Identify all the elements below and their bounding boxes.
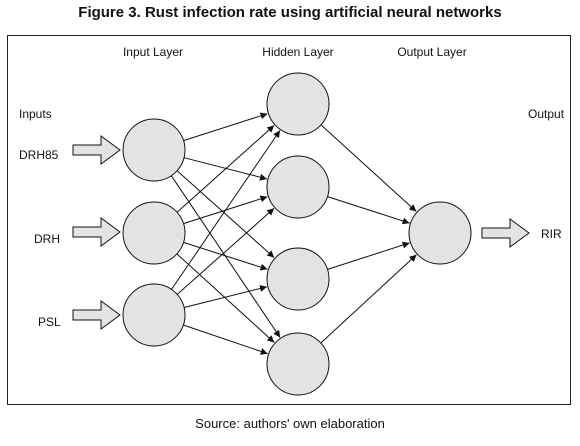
link-input-3-hidden-1 — [171, 130, 281, 290]
link-input-1-hidden-1 — [183, 112, 268, 142]
link-input-2-hidden-3 — [183, 241, 268, 271]
hidden-layer-heading: Hidden Layer — [262, 45, 333, 59]
output-layer-heading: Output Layer — [397, 45, 466, 59]
input-label-psl: PSL — [38, 315, 61, 329]
input-node-1 — [122, 118, 186, 182]
input-node-3 — [122, 283, 186, 347]
link-input-3-hidden-4 — [183, 324, 268, 355]
output-arrow-rir — [481, 218, 530, 248]
input-label-drh: DRH — [34, 232, 60, 246]
figure-title: Figure 3. Rust infection rate using arti… — [78, 4, 502, 21]
figure-source: Source: authors' own elaboration — [195, 416, 385, 431]
link-hidden-2-output — [327, 196, 410, 225]
hidden-node-2 — [266, 155, 330, 219]
input-layer-heading: Input Layer — [123, 45, 183, 59]
link-input-3-hidden-2 — [176, 207, 275, 295]
input-arrow-psl — [72, 300, 121, 330]
input-node-2 — [122, 201, 186, 265]
input-arrow-drh85 — [72, 135, 121, 165]
link-input-1-hidden-3 — [176, 170, 275, 258]
link-hidden-1-output — [320, 124, 417, 212]
link-input-2-hidden-1 — [176, 125, 275, 213]
link-input-1-hidden-4 — [170, 175, 281, 338]
output-heading: Output — [528, 107, 565, 121]
hidden-node-4 — [266, 332, 330, 396]
inputs-heading: Inputs — [19, 107, 52, 121]
connections — [170, 112, 417, 355]
output-node — [408, 201, 472, 265]
hidden-node-1 — [266, 72, 330, 136]
input-arrow-drh — [72, 217, 121, 247]
hidden-node-3 — [266, 247, 330, 311]
link-hidden-4-output — [320, 254, 417, 344]
output-label-rir: RIR — [541, 227, 562, 241]
link-hidden-3-output — [327, 241, 410, 270]
link-input-3-hidden-3 — [183, 285, 268, 308]
input-label-drh85: DRH85 — [19, 148, 59, 162]
link-input-2-hidden-4 — [176, 253, 275, 343]
diagram-frame — [7, 35, 571, 405]
